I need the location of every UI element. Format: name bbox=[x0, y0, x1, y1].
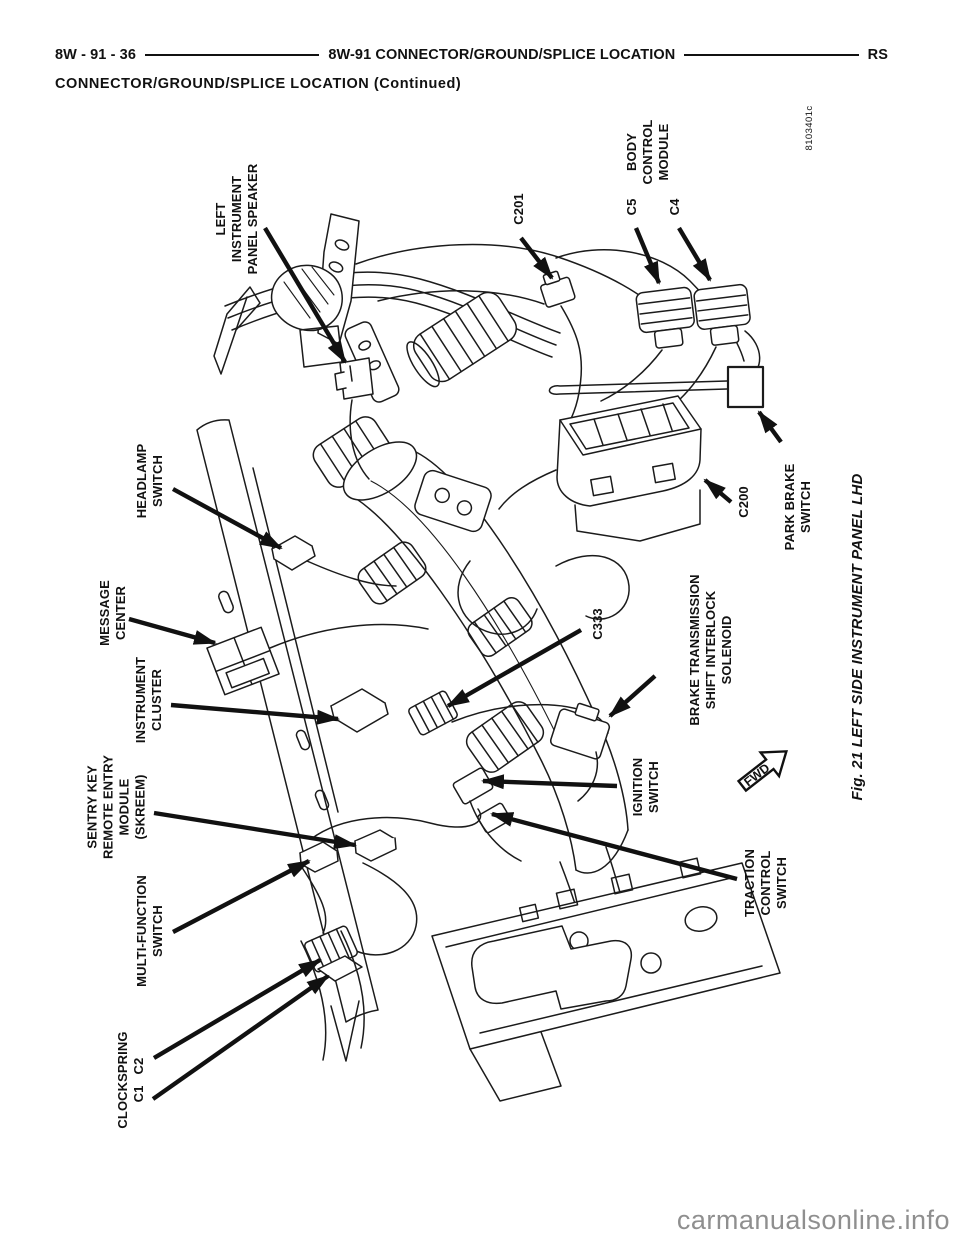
cluster-connector-drawing bbox=[330, 688, 389, 733]
label-c333: C333 bbox=[590, 608, 606, 640]
label-c5: C5 bbox=[624, 198, 640, 216]
label-left-ip-speaker: LEFT INSTRUMENT PANEL SPEAKER bbox=[213, 163, 260, 275]
label-headlamp-switch: HEADLAMP SWITCH bbox=[134, 443, 165, 519]
label-btsi-solenoid: BRAKE TRANSMISSION SHIFT INTERLOCK SOLEN… bbox=[687, 574, 734, 726]
park-brake-switch-drawing bbox=[548, 365, 765, 409]
steering-column-drawing bbox=[342, 441, 643, 997]
fwd-label: FWD bbox=[741, 761, 772, 790]
figure-image-code: 8103401c bbox=[804, 105, 816, 151]
header-rule-right bbox=[684, 53, 859, 57]
label-ignition-switch: IGNITION SWITCH bbox=[630, 757, 661, 817]
c200-connector-drawing bbox=[498, 395, 702, 542]
page-ref: 8W - 91 - 36 bbox=[55, 47, 136, 63]
page-subtitle: CONNECTOR/GROUND/SPLICE LOCATION (Contin… bbox=[55, 76, 462, 92]
label-clockspring: CLOCKSPRING C1 C2 bbox=[115, 1031, 146, 1129]
label-sentry-key-module: SENTRY KEY REMOTE ENTRY MODULE (SKREEM) bbox=[84, 754, 147, 860]
page-header: 8W - 91 - 36 8W-91 CONNECTOR/GROUND/SPLI… bbox=[55, 47, 888, 63]
label-c4: C4 bbox=[667, 198, 683, 216]
watermark: carmanualsonline.info bbox=[676, 1205, 950, 1235]
label-park-brake-switch: PARK BRAKE SWITCH bbox=[782, 463, 813, 551]
column-bracket-drawing bbox=[431, 857, 781, 1102]
label-traction-control-switch: TRACTION CONTROL SWITCH bbox=[742, 849, 789, 917]
label-c201: C201 bbox=[511, 193, 527, 225]
headlamp-connector-drawing bbox=[271, 535, 397, 587]
btsi-connector-drawing bbox=[549, 702, 611, 802]
label-instrument-cluster: INSTRUMENT CLUSTER bbox=[133, 656, 164, 744]
header-rule-left bbox=[144, 53, 320, 57]
label-multi-function-switch: MULTI-FUNCTION SWITCH bbox=[134, 875, 165, 987]
message-center-connector-drawing bbox=[206, 623, 429, 696]
clockspring-connector-drawing bbox=[300, 925, 365, 1062]
label-message-center: MESSAGE CENTER bbox=[97, 580, 128, 646]
section-title: 8W-91 CONNECTOR/GROUND/SPLICE LOCATION bbox=[328, 47, 676, 63]
vehicle-code: RS bbox=[867, 47, 889, 63]
mount-bracket-drawing bbox=[344, 321, 400, 403]
speaker-connector-drawing bbox=[334, 357, 374, 480]
fwd-direction-indicator: FWD bbox=[736, 750, 788, 793]
label-body-control-module: BODY CONTROL MODULE bbox=[624, 119, 671, 185]
bcm-connectors-drawing bbox=[600, 283, 761, 414]
leader-arrows bbox=[128, 226, 783, 1101]
label-c200: C200 bbox=[736, 486, 752, 518]
speaker-bracket-drawing bbox=[270, 213, 360, 368]
conduit-drawing bbox=[312, 291, 545, 773]
figure-caption: Fig. 21 LEFT SIDE INSTRUMENT PANEL LHD bbox=[848, 473, 866, 801]
